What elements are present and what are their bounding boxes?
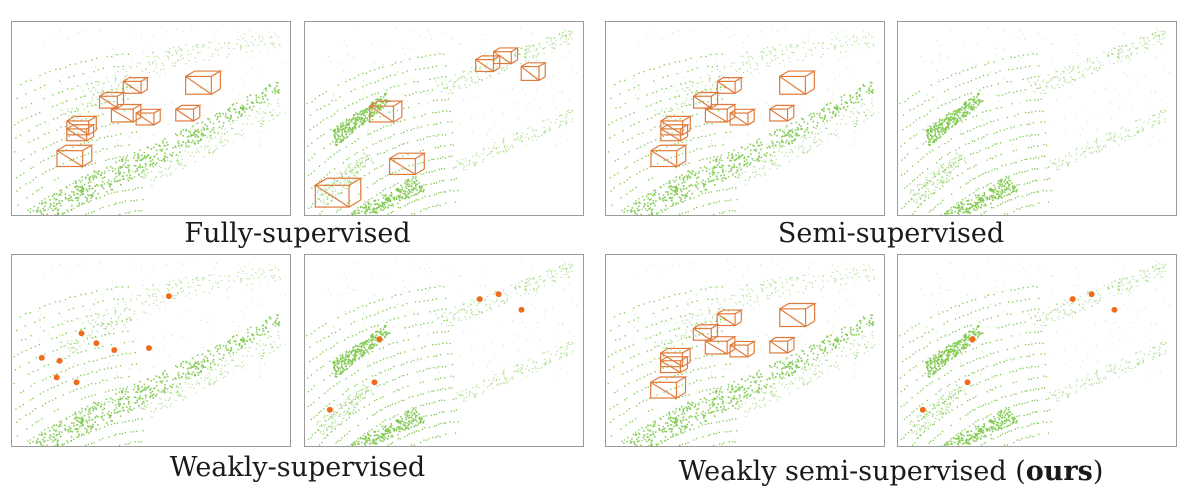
- center-point-marker: [376, 336, 383, 343]
- center-point-marker: [38, 354, 45, 361]
- caption-ours-suffix: ): [1092, 456, 1104, 487]
- bounding-box-3d: [729, 108, 757, 126]
- bounding-box-3d: [692, 324, 720, 341]
- bounding-box-3d: [175, 104, 202, 122]
- center-point-marker: [73, 379, 80, 386]
- bounding-box-3d: [729, 340, 757, 358]
- center-point-marker: [56, 357, 63, 364]
- bounding-box-3d: [66, 115, 99, 136]
- bounding-box-3d: [704, 103, 737, 123]
- lidar-points: [898, 260, 1171, 446]
- bounding-box-3d: [769, 336, 797, 354]
- bounding-box-3d: [520, 62, 548, 81]
- point-cloud-render: [13, 259, 286, 446]
- lidar-points: [899, 27, 1170, 215]
- center-point-marker: [146, 345, 152, 351]
- bounding-box-3d: [660, 124, 690, 142]
- center-point-marker: [1088, 291, 1095, 298]
- lidar-points: [14, 27, 286, 215]
- bounding-box-3d: [769, 104, 796, 122]
- bounding-box-3d: [475, 55, 502, 73]
- fully-scene-a: [11, 21, 291, 216]
- center-point-marker: [93, 340, 100, 347]
- lidar-points: [305, 260, 578, 446]
- bounding-box-3d: [779, 70, 817, 95]
- bounding-box-3d: [692, 91, 720, 109]
- caption-ours-bold: ours: [1025, 456, 1093, 487]
- semi-scene-a: [605, 21, 885, 216]
- caption-weakly-semi-supervised-ours: Weakly semi-supervised (ours): [605, 456, 1177, 487]
- bounding-box-3d: [110, 103, 143, 123]
- fully-scene-b: [304, 21, 584, 216]
- center-point-marker: [1069, 296, 1076, 303]
- weakly-scene-a: [11, 254, 291, 447]
- bounding-box-3d: [66, 124, 96, 142]
- center-point-marker: [53, 374, 60, 381]
- bounding-box-3d: [716, 309, 744, 327]
- center-point-marker: [165, 293, 172, 300]
- center-point-marker: [919, 406, 926, 413]
- semi-scene-b: [897, 21, 1177, 216]
- lidar-points: [608, 27, 880, 215]
- bounding-box-3d: [122, 77, 150, 94]
- bounding-box-3d: [388, 152, 427, 176]
- bounding-box-3d: [56, 144, 94, 168]
- bounding-box-3d: [185, 70, 223, 95]
- bounding-box-3d: [650, 144, 688, 168]
- center-point-marker: [78, 330, 85, 337]
- bounding-box-3d: [492, 47, 520, 65]
- lidar-points: [607, 259, 880, 446]
- ours-scene-b: [897, 254, 1177, 447]
- bounding-box-3d: [314, 177, 363, 208]
- bounding-box-3d: [660, 356, 690, 374]
- point-cloud-render: [14, 27, 286, 215]
- center-point-marker: [495, 291, 502, 298]
- bounding-box-3d: [716, 77, 744, 94]
- point-cloud-render: [608, 27, 880, 215]
- center-point-marker: [964, 379, 971, 386]
- point-cloud-render: [899, 27, 1170, 215]
- bounding-box-3d: [650, 376, 688, 399]
- bounding-box-3d: [369, 100, 404, 123]
- ours-scene-a: [605, 254, 885, 447]
- caption-ours-prefix: Weakly semi-supervised (: [678, 456, 1026, 487]
- center-point-marker: [371, 379, 378, 386]
- caption-fully-supervised: Fully-supervised: [184, 218, 411, 249]
- center-point-marker: [111, 347, 118, 353]
- center-point-marker: [518, 306, 525, 313]
- lidar-points: [306, 27, 577, 215]
- point-cloud-render: [305, 260, 578, 446]
- caption-semi-supervised: Semi-supervised: [777, 218, 1005, 249]
- point-cloud-render: [306, 27, 577, 215]
- point-cloud-render: [898, 260, 1171, 446]
- center-point-marker: [969, 336, 976, 343]
- bounding-box-3d: [704, 336, 737, 355]
- center-point-marker: [326, 406, 333, 413]
- center-point-marker: [476, 296, 483, 303]
- weakly-scene-b: [304, 254, 584, 447]
- bounding-box-3d: [779, 302, 817, 328]
- center-point-marker: [1111, 306, 1118, 313]
- lidar-points: [13, 259, 286, 446]
- bounding-box-3d: [135, 108, 163, 126]
- point-cloud-render: [607, 259, 880, 446]
- caption-weakly-supervised: Weakly-supervised: [169, 452, 426, 483]
